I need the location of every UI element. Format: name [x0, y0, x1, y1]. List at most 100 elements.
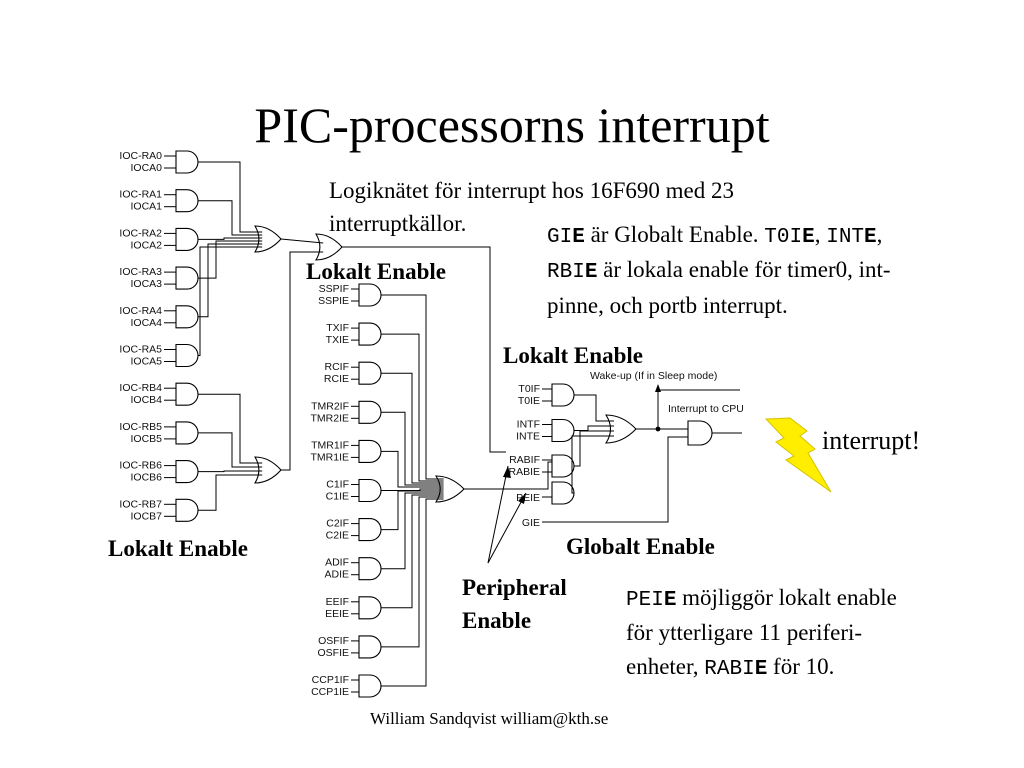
- peripheral-enable-label: TMR1IE: [310, 451, 349, 463]
- ioc-bus-wire: [198, 243, 263, 318]
- peripheral-flag-label: SSPIF: [319, 283, 349, 295]
- peripheral-bus-wire: [381, 498, 444, 687]
- peripheral-enable-label: EEIE: [325, 608, 349, 620]
- ioc-enable-label: IOCB6: [130, 472, 162, 484]
- note-text: är Globalt Enable.: [584, 222, 765, 247]
- peie-note-line-2: för ytterligare 11 periferi-: [626, 620, 863, 646]
- main-or-gate: [604, 414, 637, 444]
- interrupt-label: interrupt!: [822, 426, 921, 455]
- lightning-icon: [764, 417, 832, 493]
- peripheral-flag-label: RCIF: [325, 361, 350, 373]
- rbie-code-e: E: [584, 261, 598, 285]
- peripheral-bus-wire: [381, 333, 444, 482]
- gie-code: GI: [547, 226, 573, 249]
- enable-note-line-1: GIE är Globalt Enable. T0IE, INTE,: [547, 218, 891, 253]
- ioc-or-gate-a: [254, 225, 282, 253]
- peripheral-and-gate: [358, 322, 382, 346]
- intro-text: Logiknätet för interrupt hos 16F690 med …: [329, 174, 734, 241]
- ioc-bus-wire: [198, 237, 263, 240]
- ioc-and-gate: [175, 227, 199, 251]
- peripheral-bus-wire: [381, 494, 444, 609]
- ioc-bus-wire: [281, 251, 324, 471]
- peripheral-bus-wire: [381, 488, 444, 491]
- intro-line-1: Logiknätet för interrupt hos 16F690 med …: [329, 178, 734, 203]
- ioc-flag-label: IOC-RB4: [119, 382, 162, 394]
- peripheral-and-gate: [358, 596, 382, 620]
- ioc-enable-label: IOCA0: [130, 162, 162, 174]
- ioc-bus-wire: [198, 161, 263, 233]
- peripheral-and-gate: [358, 518, 382, 542]
- peripheral-and-gate: [358, 478, 382, 503]
- peripheral-and-gate: [358, 635, 382, 659]
- peie-note: PEIE möjliggör lokalt enable för ytterli…: [626, 581, 897, 685]
- ioc-enable-label: IOCA1: [130, 201, 162, 213]
- right-enable-label: RABIE: [508, 466, 540, 478]
- peie-code-e: E: [663, 589, 677, 612]
- peripheral-and-gate: [358, 361, 382, 385]
- peripheral-flag-label: CCP1IF: [312, 674, 349, 686]
- peripheral-enable-label: Peripheral Enable: [462, 571, 567, 638]
- peripheral-and-gate: [358, 439, 382, 463]
- rabif-or-gate: [315, 233, 343, 261]
- gie-and-gate: [687, 420, 713, 446]
- ioc-flag-label: IOC-RB5: [119, 421, 162, 433]
- ioc-enable-label: IOCB4: [130, 394, 162, 406]
- ioc-bus-wire: [198, 432, 263, 468]
- page-title: PIC-processorns interrupt: [254, 97, 770, 153]
- ioc-bus-wire: [198, 470, 263, 473]
- wakeup-label: Wake-up (If in Sleep mode): [590, 370, 717, 382]
- enable-note-line-2: RBIE är lokala enable för timer0, int-: [547, 253, 891, 288]
- peie-note-line-1: PEIE möjliggör lokalt enable: [626, 581, 897, 616]
- t0ie-code: T0I: [764, 226, 803, 249]
- peripheral-bus-wire: [381, 411, 444, 486]
- ioc-enable-label: IOCB7: [130, 510, 162, 522]
- peripheral-bus-wire: [381, 492, 444, 570]
- peripheral-and-gate: [358, 557, 382, 581]
- ioc-or-gate-b: [254, 456, 282, 484]
- note-text: är lokala enable för timer0, int-: [597, 257, 891, 283]
- local-enable-label-mid: Lokalt Enable: [306, 259, 446, 284]
- peripheral-label-line-2: Enable: [462, 608, 532, 634]
- ioc-flag-label: IOC-RA2: [119, 227, 162, 239]
- right-enable-label: INTE: [516, 431, 540, 443]
- t0ie-code-e: E: [802, 226, 815, 249]
- enable-note-line-3: pinne, och portb interrupt.: [547, 292, 788, 318]
- right-flag-label: INTF: [517, 419, 540, 431]
- ioc-and-gate: [175, 498, 199, 522]
- peripheral-enable-label: RCIE: [324, 373, 349, 385]
- gie-label: GIE: [522, 517, 540, 529]
- note-text: för 10.: [767, 653, 835, 679]
- peripheral-enable-label: TXIE: [326, 334, 349, 346]
- ioc-enable-label: IOCA2: [130, 239, 162, 251]
- note-text: ,: [876, 222, 883, 247]
- inte-code-e: E: [864, 226, 877, 249]
- ioc-bus-wire: [198, 393, 263, 464]
- peripheral-enable-label: SSPIE: [318, 295, 349, 307]
- peripheral-bus-wire: [381, 294, 444, 480]
- ioc-flag-label: IOC-RA0: [119, 150, 162, 162]
- peripheral-flag-label: EEIF: [326, 596, 349, 608]
- ioc-bus-wire: [280, 238, 324, 244]
- peripheral-flag-label: TMR1IF: [311, 439, 349, 451]
- footer-author: William Sandqvist william@kth.se: [370, 709, 609, 728]
- peripheral-enable-label: TMR2IE: [310, 412, 349, 424]
- peripheral-enable-label: C1IE: [326, 491, 349, 503]
- right-enable-label: T0IE: [518, 395, 540, 407]
- ioc-bus-wire: [198, 474, 263, 511]
- ioc-enable-label: IOCB5: [130, 433, 162, 445]
- enable-note: GIE är Globalt Enable. T0IE, INTE, RBIE …: [547, 218, 891, 322]
- right-and-gate: [551, 383, 575, 407]
- ioc-and-gate: [175, 150, 199, 174]
- ioc-and-gate: [175, 421, 199, 445]
- ioc-and-gate: [175, 189, 199, 213]
- peie-note-line-3: enheter, RABIE för 10.: [626, 650, 897, 685]
- note-text: möjliggör lokalt enable: [676, 585, 897, 610]
- gie-code-e: E: [572, 226, 585, 249]
- peripheral-enable-label: CCP1IE: [311, 686, 349, 698]
- ioc-and-gate: [175, 343, 199, 368]
- peripheral-enable-label: OSFIE: [317, 647, 349, 659]
- ioc-flag-label: IOC-RA5: [119, 344, 162, 356]
- peripheral-flag-label: C2IF: [326, 518, 349, 530]
- main-bus-wire: [574, 430, 614, 467]
